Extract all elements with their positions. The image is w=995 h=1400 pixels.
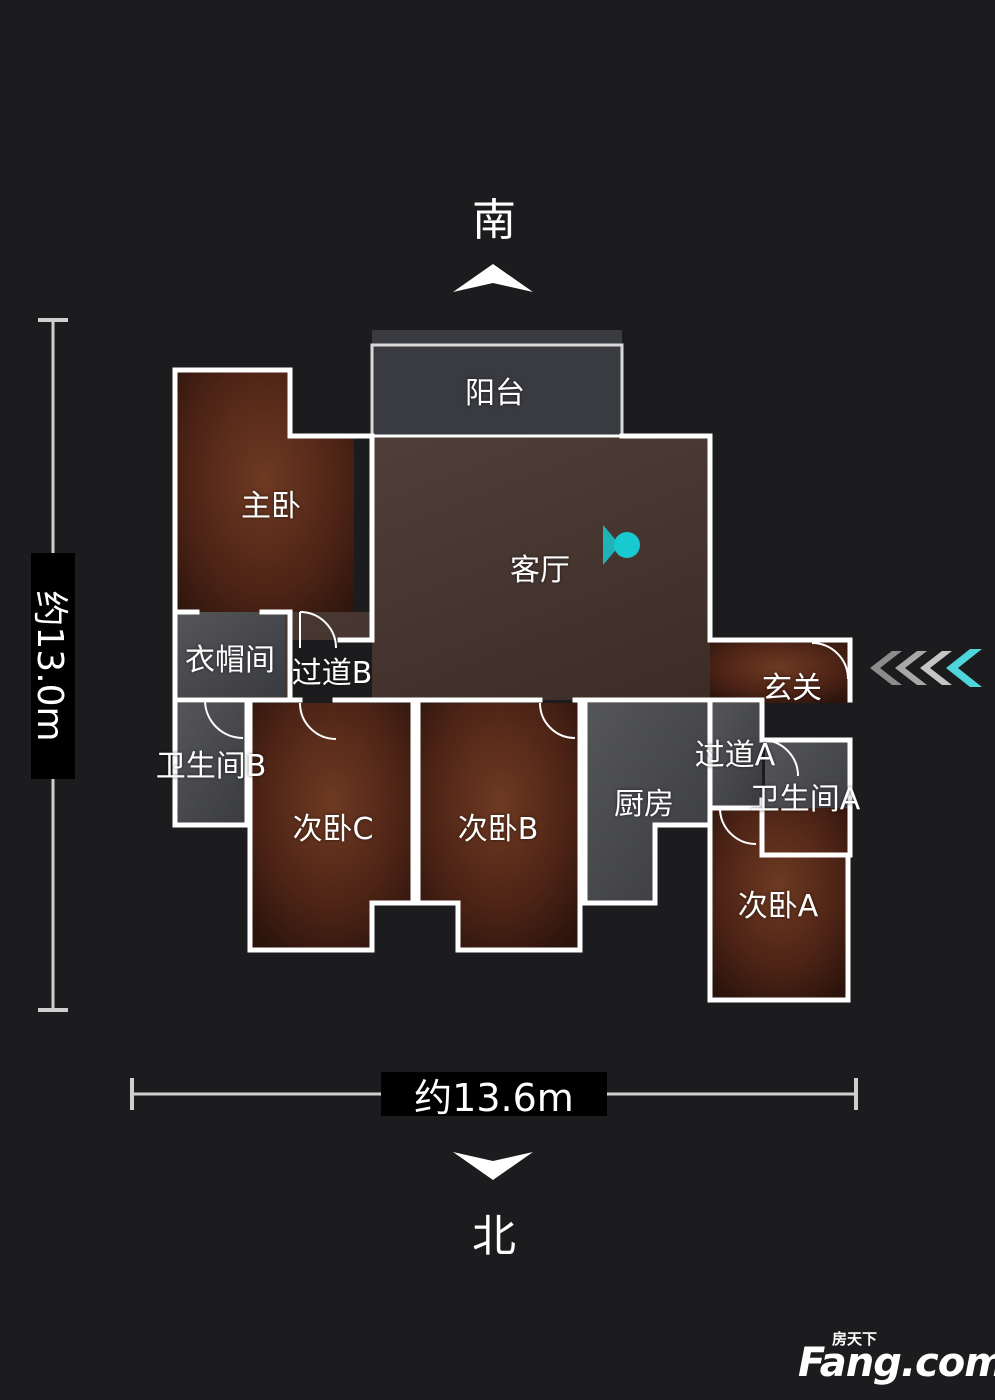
hallway-a-floor: [710, 703, 762, 808]
entrance-floor: [710, 643, 848, 703]
room-label-bedroom-a: 次卧A: [737, 889, 819, 924]
compass-south-label: 南: [472, 195, 516, 246]
room-label-hallway-a: 过道A: [694, 738, 776, 773]
compass-north-label: 北: [472, 1211, 516, 1262]
bedroom-a-floor: [710, 808, 848, 1000]
bedroom-c-floor: [250, 703, 413, 950]
walls: [172, 343, 853, 1003]
living-room-floor: [175, 436, 850, 700]
logo-text: Fang.com: [798, 1340, 995, 1386]
room-label-master-bedroom: 主卧: [241, 489, 301, 524]
room-label-closet: 衣帽间: [185, 643, 275, 678]
room-label-kitchen: 厨房: [614, 787, 674, 822]
north-south-up-arrow-icon: [453, 264, 533, 292]
room-label-hallway-b: 过道B: [291, 656, 373, 691]
north-south-down-arrow-icon: [453, 1152, 533, 1180]
room-label-balcony: 阳台: [465, 376, 525, 411]
room-label-entrance: 玄关: [762, 671, 822, 706]
logo-subtitle: 房天下: [832, 1330, 878, 1348]
balcony-floor: [372, 330, 622, 435]
width-dimension-label: 约13.6m: [381, 1072, 607, 1120]
room-floors: [175, 330, 850, 1000]
room-label-bedroom-b: 次卧B: [457, 812, 539, 847]
door-swings: [204, 611, 849, 845]
closet-floor: [175, 612, 285, 697]
entry-arrow-icon: [870, 649, 982, 687]
bedroom-b-floor: [418, 703, 580, 950]
room-label-bathroom-a: 卫生间A: [749, 782, 861, 817]
bathroom-b-floor: [175, 703, 247, 825]
current-position-marker-icon: [603, 525, 640, 565]
room-label-living-room: 客厅: [510, 553, 570, 588]
fang-com-logo: 房天下 Fang.com: [798, 1328, 995, 1388]
room-label-bathroom-b: 卫生间B: [155, 749, 267, 784]
height-dimension-text: 约13.0m: [29, 590, 70, 742]
height-dimension-label: 约13.0m: [29, 553, 75, 779]
kitchen-floor: [585, 703, 710, 903]
room-label-bedroom-c: 次卧C: [292, 812, 374, 847]
